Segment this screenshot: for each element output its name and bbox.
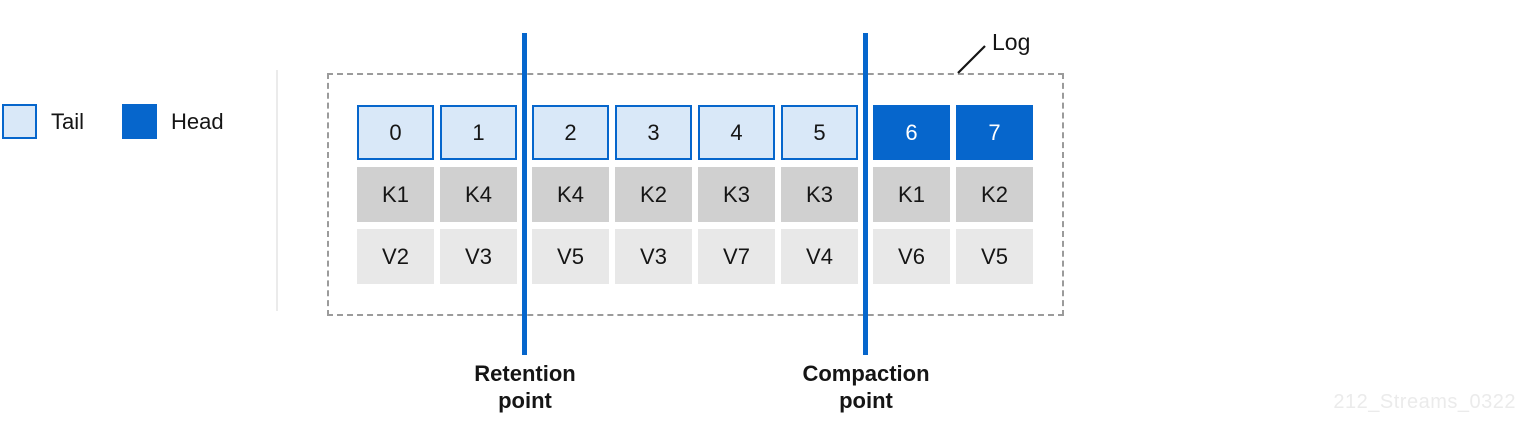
compaction-point-line (863, 33, 868, 355)
log-column-7: 7 K2 V5 (956, 105, 1033, 284)
legend-item-head: Head (122, 104, 224, 139)
offset-cell: 1 (440, 105, 517, 160)
key-cell: K4 (532, 167, 609, 222)
offset-cell: 6 (873, 105, 950, 160)
log-column-6: 6 K1 V6 (873, 105, 950, 284)
value-cell: V5 (956, 229, 1033, 284)
retention-label-line1: Retention (474, 361, 576, 386)
log-label: Log (992, 29, 1031, 55)
value-cell: V5 (532, 229, 609, 284)
log-column-4: 4 K3 V7 (698, 105, 775, 284)
log-column-0: 0 K1 V2 (357, 105, 434, 284)
watermark-text: 212_Streams_0322 (1333, 391, 1516, 413)
tail-swatch-icon (2, 104, 37, 139)
compaction-point-label: Compaction point (802, 360, 929, 414)
retention-point-line (522, 33, 527, 355)
offset-cell: 7 (956, 105, 1033, 160)
key-cell: K3 (781, 167, 858, 222)
log-column-3: 3 K2 V3 (615, 105, 692, 284)
compaction-label-line1: Compaction (802, 361, 930, 386)
offset-cell: 0 (357, 105, 434, 160)
log-column-1: 1 K4 V3 (440, 105, 517, 284)
offset-cell: 4 (698, 105, 775, 160)
legend-label-head: Head (171, 108, 224, 134)
log-dashed-box (327, 73, 1064, 316)
offset-cell: 3 (615, 105, 692, 160)
offset-cell: 2 (532, 105, 609, 160)
value-cell: V3 (615, 229, 692, 284)
head-swatch-icon (122, 104, 157, 139)
key-cell: K2 (956, 167, 1033, 222)
log-column-5: 5 K3 V4 (781, 105, 858, 284)
retention-label-line2: point (498, 388, 552, 413)
value-cell: V3 (440, 229, 517, 284)
key-cell: K4 (440, 167, 517, 222)
log-cells: 0 K1 V2 1 K4 V3 2 K4 V5 3 K2 V3 4 K3 V7 … (357, 105, 1039, 284)
log-pointer-line (957, 45, 986, 74)
key-cell: K1 (357, 167, 434, 222)
retention-point-label: Retention point (474, 360, 575, 414)
offset-cell: 5 (781, 105, 858, 160)
legend-label-tail: Tail (51, 108, 85, 134)
left-separator-line (276, 70, 278, 311)
value-cell: V7 (698, 229, 775, 284)
key-cell: K2 (615, 167, 692, 222)
compaction-label-line2: point (839, 388, 893, 413)
value-cell: V2 (357, 229, 434, 284)
value-cell: V4 (781, 229, 858, 284)
legend-item-tail: Tail (2, 104, 84, 139)
key-cell: K1 (873, 167, 950, 222)
key-cell: K3 (698, 167, 775, 222)
value-cell: V6 (873, 229, 950, 284)
log-column-2: 2 K4 V5 (532, 105, 609, 284)
